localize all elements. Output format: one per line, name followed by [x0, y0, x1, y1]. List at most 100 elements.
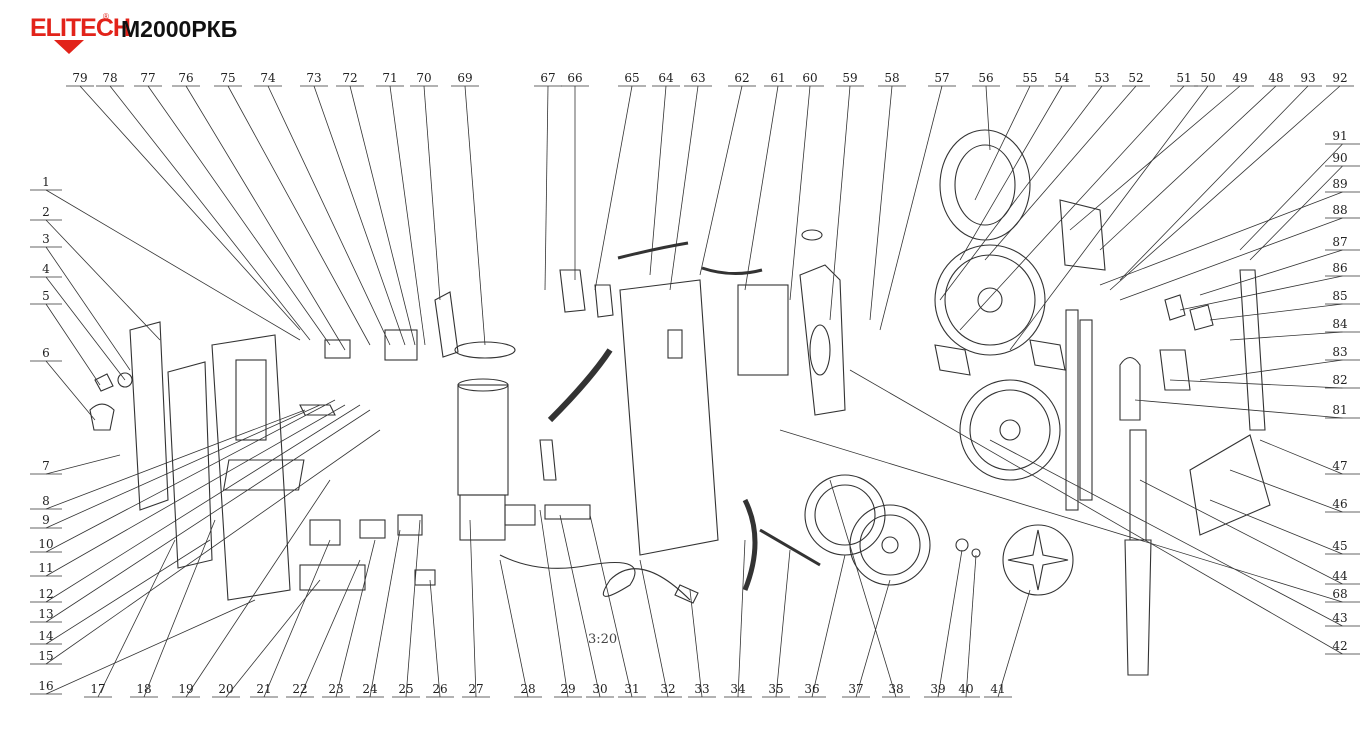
leader-line-57	[879, 85, 943, 331]
part-number-52: 52	[1128, 71, 1143, 85]
part-wheel-cap-41	[1002, 524, 1074, 596]
part-number-1: 1	[42, 175, 50, 189]
leader-line-4	[45, 276, 126, 381]
part-cap-6	[89, 403, 115, 431]
part-fitting-23	[359, 519, 386, 539]
part-number-4: 4	[42, 262, 50, 276]
part-number-93: 93	[1300, 71, 1315, 85]
part-number-23: 23	[328, 682, 343, 696]
part-clip-49	[1029, 339, 1066, 371]
part-number-54: 54	[1054, 71, 1070, 85]
part-number-55: 55	[1022, 71, 1037, 85]
part-number-29: 29	[560, 682, 575, 696]
part-number-43: 43	[1332, 611, 1347, 625]
model-title: M2000РКБ	[121, 16, 238, 42]
leader-line-21	[263, 539, 331, 698]
part-number-71: 71	[382, 71, 397, 85]
part-number-9: 9	[42, 513, 50, 527]
leader-line-42	[849, 369, 1343, 655]
leader-line-67	[544, 85, 549, 291]
leader-line-14	[45, 539, 211, 645]
part-nut-40	[971, 548, 981, 558]
part-number-57: 57	[934, 71, 949, 85]
leader-line-3	[45, 246, 131, 371]
part-reel-disk-hub	[999, 419, 1021, 441]
part-pump-outlet	[504, 504, 536, 526]
leader-line-10	[45, 399, 336, 553]
part-tube-30	[544, 504, 591, 520]
part-number-87: 87	[1332, 235, 1347, 249]
part-pipe-62	[617, 241, 689, 260]
leader-line-71	[389, 85, 426, 346]
leader-line-55	[974, 85, 1031, 201]
part-number-86: 86	[1332, 261, 1347, 275]
leader-line-60	[789, 85, 811, 301]
part-washer-39	[955, 538, 969, 552]
part-number-2: 2	[42, 205, 50, 219]
leader-line-20	[225, 579, 321, 698]
part-number-78: 78	[102, 71, 117, 85]
leader-line-78	[109, 85, 311, 341]
leader-line-73	[313, 85, 406, 346]
part-number-16: 16	[38, 679, 53, 693]
leader-line-24	[369, 529, 401, 698]
part-number-32: 32	[660, 682, 675, 696]
leader-line-77	[147, 85, 331, 346]
leader-line-84	[1229, 331, 1343, 341]
leader-line-34	[737, 539, 746, 698]
part-axle-36	[759, 528, 821, 567]
part-number-28: 28	[520, 682, 535, 696]
part-number-63: 63	[690, 71, 705, 85]
leader-line-41	[997, 589, 1031, 698]
leader-line-36	[811, 554, 846, 698]
part-pole-right	[1079, 319, 1093, 501]
leader-line-19	[185, 479, 331, 698]
part-number-88: 88	[1332, 203, 1347, 217]
leader-line-70	[423, 85, 441, 301]
part-number-24: 24	[362, 682, 378, 696]
leader-line-72	[349, 85, 416, 346]
leader-line-92	[1109, 85, 1341, 291]
leader-line-46	[1229, 469, 1343, 513]
part-number-37: 37	[848, 682, 863, 696]
part-bracket-21	[309, 519, 341, 546]
part-number-6: 6	[42, 346, 50, 360]
part-pipe-61	[701, 266, 763, 275]
part-main-housing	[619, 279, 719, 556]
logo-triangle-icon	[54, 40, 84, 54]
part-number-84: 84	[1332, 317, 1348, 331]
part-wheel-front-inner	[859, 514, 921, 576]
part-filter-69	[454, 341, 516, 359]
leader-line-50	[1009, 85, 1209, 351]
part-number-33: 33	[694, 682, 709, 696]
part-clip-26	[414, 569, 436, 586]
part-number-90: 90	[1332, 151, 1347, 165]
part-bracket-83	[1119, 356, 1141, 421]
leader-line-29	[539, 509, 569, 698]
leader-line-8	[45, 409, 306, 510]
part-number-19: 19	[178, 682, 193, 696]
scale-note: 3:20	[588, 632, 617, 647]
leader-line-58	[869, 85, 893, 321]
leader-line-25	[405, 519, 421, 698]
leader-line-76	[185, 85, 346, 351]
part-number-51: 51	[1176, 71, 1191, 85]
part-number-64: 64	[658, 71, 674, 85]
part-wheel-hub	[881, 536, 899, 554]
leader-line-83	[1199, 359, 1343, 381]
part-filter-29	[539, 439, 557, 481]
part-number-36: 36	[804, 682, 819, 696]
part-rear-frame-60	[737, 284, 789, 376]
part-number-60: 60	[802, 71, 817, 85]
leader-line-12	[45, 404, 361, 603]
leader-line-35	[775, 549, 791, 698]
part-number-89: 89	[1332, 177, 1347, 191]
registered-mark: ®	[103, 12, 109, 21]
part-plug	[674, 584, 699, 604]
part-reel-hub	[977, 287, 1003, 313]
leader-line-6	[45, 360, 96, 421]
part-wheel-rear	[804, 474, 886, 556]
leader-line-56	[985, 85, 991, 151]
part-tank-window	[809, 324, 831, 376]
leader-line-31	[589, 514, 633, 698]
